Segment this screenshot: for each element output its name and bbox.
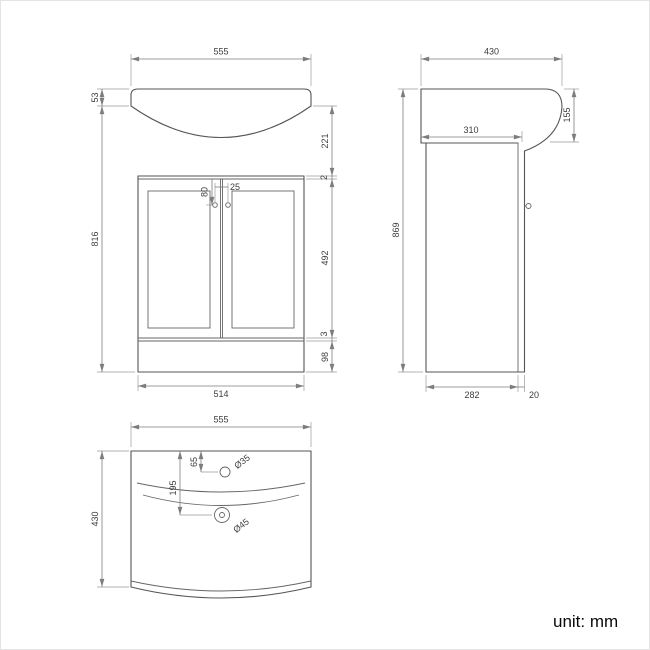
right-door-handle: [225, 202, 231, 208]
top-view: 555 430 65 195 Ø35 Ø45: [90, 415, 312, 599]
side-view: 430 155 310 869 282 20: [391, 47, 579, 400]
dim-label-topview-width: 555: [213, 415, 228, 425]
dim-label-handle-spacing: 25: [230, 182, 240, 192]
dim-label-body-height: 816: [90, 231, 100, 246]
dim-label-counter-depth: 310: [463, 125, 478, 135]
dim-label-total-height: 869: [391, 222, 401, 237]
dim-label-tap-diameter: Ø35: [232, 452, 252, 470]
unit-label: unit: mm: [553, 612, 618, 631]
basin-front-outline: [130, 88, 312, 138]
top-view-front-inner-arc: [130, 580, 312, 592]
drain-hole-outer: [214, 507, 230, 523]
basin-side-outline: [420, 88, 563, 152]
dim-label-base-depth: 282: [464, 390, 479, 400]
dim-label-basin-to-counter: 221: [320, 133, 330, 148]
dim-label-basin-front-height: 155: [562, 107, 572, 122]
dim-label-topview-depth: 430: [90, 511, 100, 526]
top-view-front-outer-arc: [130, 586, 312, 599]
dim-label-bottom-gap: 3: [319, 331, 329, 336]
dim-label-door-height: 492: [320, 250, 330, 265]
dim-label-basin-rim: 53: [90, 92, 100, 102]
dim-label-plinth-height: 98: [320, 352, 330, 362]
dim-label-tap-offset: 65: [189, 457, 199, 467]
tap-hole: [219, 466, 231, 478]
left-door-handle: [212, 202, 218, 208]
side-knob: [525, 203, 532, 209]
dim-label-top-depth: 430: [484, 47, 499, 57]
left-door-panel: [147, 190, 211, 329]
right-door-panel: [231, 190, 295, 329]
dim-label-door-thickness: 20: [529, 390, 539, 400]
dim-label-handle-drop: 80: [200, 187, 210, 197]
front-view: 555 53 816 221 2 492 3 98 514 80: [90, 47, 337, 399]
basin-bowl-contour-2: [142, 494, 300, 506]
dim-label-counter-gap: 2: [319, 175, 329, 180]
dim-label-drain-offset: 195: [168, 480, 178, 495]
dim-label-drain-diameter: Ø45: [231, 516, 251, 534]
drain-hole-inner: [219, 512, 225, 518]
dim-label-top-width: 555: [213, 47, 228, 57]
dim-label-bottom-width: 514: [213, 389, 228, 399]
basin-bowl-contour-1: [136, 482, 306, 493]
